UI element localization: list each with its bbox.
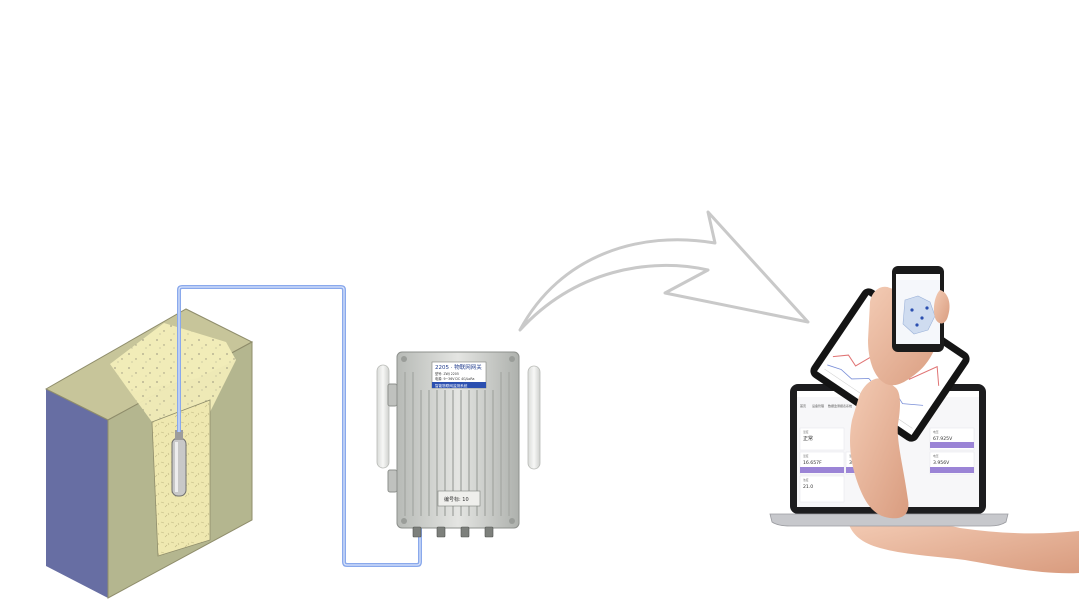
soil-sensor-probe: [171, 437, 187, 497]
card-label: 电压: [933, 454, 939, 458]
dashboard-nav-item: 首页: [800, 403, 806, 408]
phone-top-bar: [896, 274, 940, 280]
antenna-right: [527, 365, 541, 470]
gateway-enclosure: [396, 351, 520, 529]
map-pin-icon: [925, 306, 929, 310]
laptop-base: [769, 513, 1009, 527]
phone-map: [902, 295, 936, 335]
dashboard-nav-item: 设备管理: [812, 403, 824, 408]
phone-thumb: [933, 290, 950, 324]
side-mount-bracket: [387, 383, 398, 407]
card-bar: [800, 467, 844, 473]
card-label: 浓度: [803, 478, 809, 482]
supporting-hand: [848, 521, 1079, 574]
soil-block-side-face: [46, 362, 108, 598]
gateway-sub-label-2: 电源: 9~36V DC 4G/LoRa: [435, 376, 474, 381]
card-label: 电压: [933, 430, 939, 434]
data-flow-arrow: [518, 210, 810, 332]
tablet-hand: [850, 378, 909, 519]
dashboard-card: [799, 475, 845, 503]
cable-glands: [412, 526, 494, 538]
card-bar: [930, 467, 974, 473]
bolt-icon: [401, 356, 407, 362]
client-devices-illustration: 首页 设备管理 数据监测报表系统 温度 正常 温度 16.657F 浓度 21.…: [769, 266, 1079, 574]
gateway-title-label: 2205 · 物联网网关: [435, 363, 482, 371]
side-mount-bracket: [387, 469, 398, 493]
dashboard-card: [799, 427, 845, 451]
iot-gateway-device: 2205 · 物联网网关 型号: ZWJ 2205 电源: 9~36V DC 4…: [376, 351, 541, 538]
card-value: 3.956V: [933, 460, 950, 466]
dashboard-nav-item: 数据监测报表系统: [828, 403, 852, 408]
bolt-icon: [401, 518, 407, 524]
card-bar: [930, 442, 974, 448]
map-pin-icon: [910, 308, 914, 312]
gateway-brand-strip-text: 智能物联网监测系统: [435, 383, 468, 388]
gateway-number-plate-text: 编号标: 10: [444, 496, 469, 503]
antenna-left: [376, 364, 390, 469]
card-value: 67.925V: [933, 436, 953, 442]
gateway-sub-label-1: 型号: ZWJ 2205: [435, 371, 459, 376]
gateway-number-plate: [437, 490, 481, 507]
bolt-icon: [509, 518, 515, 524]
sensor-cable-highlight: [178, 286, 421, 566]
probe-cap: [175, 430, 183, 440]
soil-block-illustration: [44, 308, 254, 599]
probe-highlight: [175, 442, 178, 492]
card-label: 温度: [803, 454, 809, 458]
card-value: 21.0: [803, 484, 813, 490]
map-pin-icon: [920, 316, 924, 320]
card-value: 16.657F: [803, 460, 822, 466]
map-pin-icon: [915, 323, 919, 327]
card-value: 正常: [803, 435, 813, 442]
card-label: 温度: [803, 430, 809, 434]
gateway-brand-strip: [432, 382, 486, 388]
phone-device: [892, 266, 944, 352]
bolt-icon: [509, 356, 515, 362]
